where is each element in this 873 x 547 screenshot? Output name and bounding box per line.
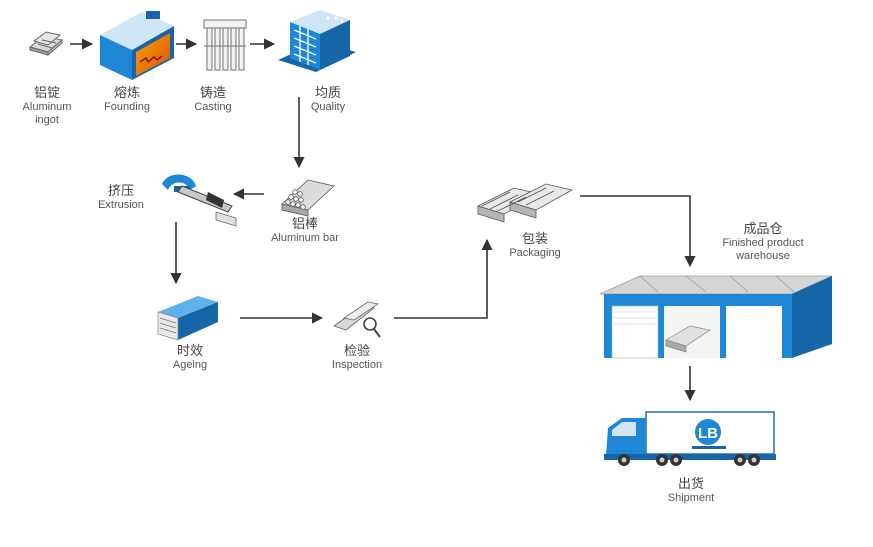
label-extrusion: 挤压 Extrusion: [86, 183, 156, 212]
label-shipment-zh: 出货: [677, 476, 704, 491]
label-warehouse-en2: warehouse: [736, 249, 790, 262]
homogenizing-icon: [278, 10, 356, 72]
label-quality-zh: 均质: [314, 85, 341, 100]
label-inspection-zh: 检验: [343, 343, 370, 358]
furnace-icon: [100, 11, 174, 80]
label-quality-en: Quality: [310, 100, 346, 113]
label-ageing-zh: 时效: [176, 343, 203, 358]
label-packaging-en: Packaging: [509, 246, 561, 259]
label-packaging-zh: 包装: [521, 231, 548, 246]
casting-icon: [203, 19, 247, 71]
arrow-inspection-packaging: [394, 238, 493, 319]
label-warehouse: 成品仓 Finished product warehouse: [708, 221, 818, 262]
label-packaging: 包装 Packaging: [500, 231, 570, 260]
label-bar-en: Aluminum bar: [271, 231, 339, 244]
truck-icon: LB: [604, 411, 776, 466]
truck-logo: LB: [692, 419, 726, 449]
label-casting-zh: 铸造: [199, 85, 226, 100]
svg-text:LB: LB: [698, 425, 718, 442]
packaging-icon: [476, 183, 574, 223]
label-ingot-zh: 铝锭: [33, 85, 60, 100]
label-shipment-en: Shipment: [667, 491, 715, 504]
extrusion-press-icon: [162, 174, 237, 227]
ageing-oven-icon: [157, 296, 218, 341]
label-ingot-en2: ingot: [35, 113, 59, 126]
label-shipment: 出货 Shipment: [656, 476, 726, 505]
label-extrusion-en: Extrusion: [98, 198, 144, 211]
warehouse-icon: [599, 275, 833, 359]
label-casting: 铸造 Casting: [180, 85, 246, 114]
label-casting-en: Casting: [194, 100, 232, 113]
label-extrusion-zh: 挤压: [107, 183, 134, 198]
label-warehouse-en: Finished product: [722, 236, 804, 249]
label-bar: 铝棒 Aluminum bar: [262, 216, 348, 245]
label-founding-en: Founding: [104, 100, 150, 113]
label-warehouse-zh: 成品仓: [743, 221, 783, 236]
label-quality: 均质 Quality: [291, 85, 365, 114]
label-founding-zh: 熔炼: [113, 85, 140, 100]
flow-arrows: [70, 38, 696, 402]
label-inspection-en: Inspection: [331, 358, 383, 371]
inspection-icon: [333, 301, 381, 338]
aluminum-bar-icon: [281, 179, 335, 217]
label-founding: 熔炼 Founding: [94, 85, 160, 114]
ingot-icon: [28, 31, 64, 57]
arrow-packaging-warehouse: [580, 195, 696, 268]
label-bar-zh: 铝棒: [291, 216, 318, 231]
label-inspection: 检验 Inspection: [322, 343, 392, 372]
label-ingot: 铝锭 Aluminum ingot: [14, 85, 80, 126]
label-ingot-en: Aluminum: [22, 100, 72, 113]
label-ageing-en: Ageing: [172, 358, 208, 371]
label-ageing: 时效 Ageing: [150, 343, 230, 372]
